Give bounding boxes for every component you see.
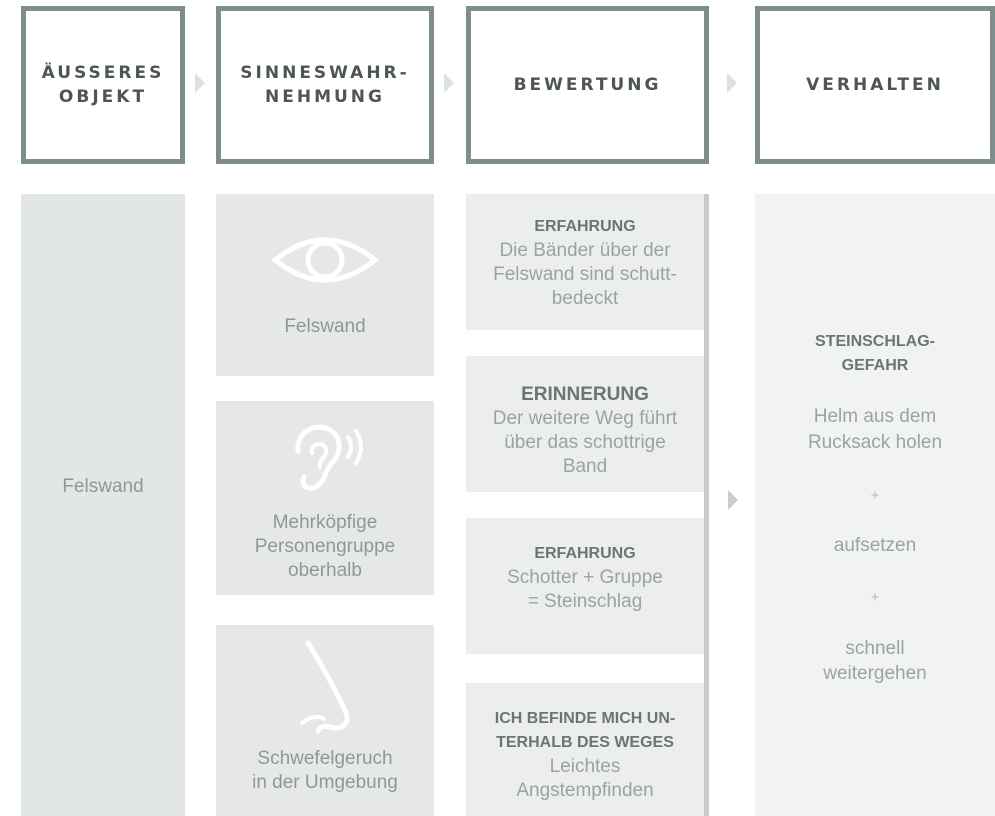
evaluation-panel: ERINNERUNG Der weitere Weg führt über da…	[466, 356, 704, 492]
sense-panel-sight: Felswand	[216, 194, 434, 376]
action-text: schnell	[845, 638, 905, 659]
evaluation-text: über das schottrige	[504, 432, 666, 453]
header-sinneswahrnehmung: SINNESWAHR- NEHMUNG	[216, 6, 434, 164]
evaluation-text: Angstempfinden	[516, 780, 654, 801]
plus-sign: +	[870, 487, 880, 504]
header-bewertung: BEWERTUNG	[466, 6, 709, 164]
sense-label: Mehrköpfige	[272, 512, 378, 533]
chevron-right-icon	[195, 73, 205, 93]
object-label: Felswand	[62, 476, 144, 497]
header-line: VERHALTEN	[806, 75, 944, 95]
evaluation-text: Band	[562, 456, 608, 477]
sense-label: oberhalb	[288, 560, 362, 581]
object-panel: Felswand	[21, 194, 185, 816]
sense-label: Personengruppe	[254, 536, 396, 557]
action-text: weitergehen	[823, 663, 927, 684]
action-text: aufsetzen	[833, 535, 917, 556]
evaluation-panel: ICH BEFINDE MICH UN- TERHALB DES WEGES L…	[466, 683, 704, 816]
evaluation-heading: ERFAHRUNG	[534, 545, 636, 562]
action-text: Helm aus dem	[813, 406, 937, 427]
evaluation-text: Felswand sind schutt-	[493, 264, 677, 285]
danger-label: STEINSCHLAG-	[815, 333, 935, 350]
evaluation-text: Der weitere Weg führt	[492, 408, 678, 429]
chevron-right-icon	[727, 73, 737, 93]
chevron-right-icon	[444, 73, 454, 93]
header-line: SINNESWAHR-	[240, 63, 410, 83]
header-line: ÄUSSERES	[41, 63, 165, 83]
evaluation-heading: ICH BEFINDE MICH UN-	[494, 710, 676, 727]
evaluation-text: Leichtes	[549, 756, 621, 777]
sense-label: in der Umgebung	[252, 772, 398, 793]
action-text: Rucksack holen	[807, 432, 943, 453]
evaluation-text: bedeckt	[551, 288, 619, 309]
ear-icon	[295, 424, 363, 491]
evaluation-panel: ERFAHRUNG Die Bänder über der Felswand s…	[466, 194, 704, 330]
evaluation-text: Schotter + Gruppe	[507, 567, 663, 588]
behavior-panel: STEINSCHLAG- GEFAHR Helm aus dem Rucksac…	[755, 194, 995, 816]
evaluation-divider	[704, 194, 709, 816]
sense-panel-hearing: Mehrköpfige Personengruppe oberhalb	[216, 401, 434, 595]
chevron-right-icon	[728, 490, 738, 510]
sense-label: Schwefelgeruch	[257, 748, 393, 769]
danger-label: GEFAHR	[841, 357, 909, 374]
header-verhalten: VERHALTEN	[755, 6, 995, 164]
evaluation-heading: ERFAHRUNG	[534, 218, 636, 235]
header-line: NEHMUNG	[265, 87, 385, 107]
evaluation-heading: ERINNERUNG	[521, 384, 649, 405]
plus-sign: +	[870, 589, 880, 606]
evaluation-text: Die Bänder über der	[499, 240, 671, 261]
evaluation-panel: ERFAHRUNG Schotter + Gruppe = Steinschla…	[466, 518, 704, 654]
sense-panel-smell: Schwefelgeruch in der Umgebung	[216, 625, 434, 816]
header-aeusseres-objekt: ÄUSSERES OBJEKT	[21, 6, 185, 164]
eye-icon	[270, 237, 380, 283]
evaluation-text: = Steinschlag	[527, 591, 643, 612]
header-line: BEWERTUNG	[513, 75, 662, 95]
evaluation-heading: TERHALB DES WEGES	[496, 734, 674, 751]
sense-label: Felswand	[284, 316, 366, 337]
header-line: OBJEKT	[58, 87, 148, 107]
nose-icon	[300, 640, 350, 734]
